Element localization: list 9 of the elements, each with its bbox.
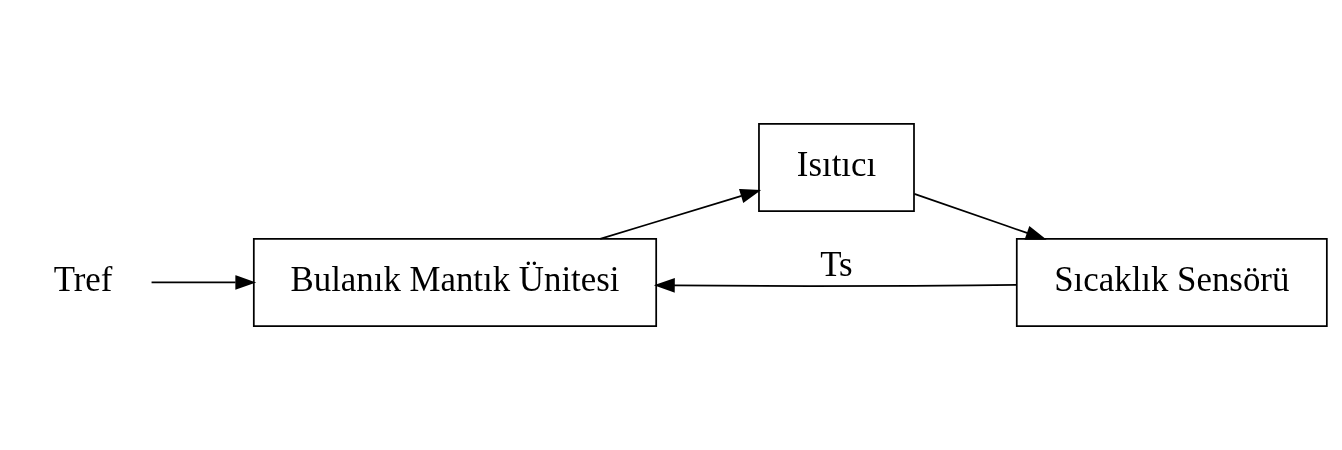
- edge-label: Ts: [820, 244, 853, 284]
- node-text: Tref: [53, 260, 113, 300]
- arrow: [599, 188, 762, 240]
- node-box: Sıcaklık Sensörü: [1015, 238, 1328, 327]
- node-box: Isıtıcı: [758, 123, 915, 212]
- arrow: [653, 278, 1018, 293]
- arrow: [913, 193, 1047, 240]
- node-box: Bulanık Mantık Ünitesi: [252, 238, 658, 327]
- arrow: [150, 275, 257, 290]
